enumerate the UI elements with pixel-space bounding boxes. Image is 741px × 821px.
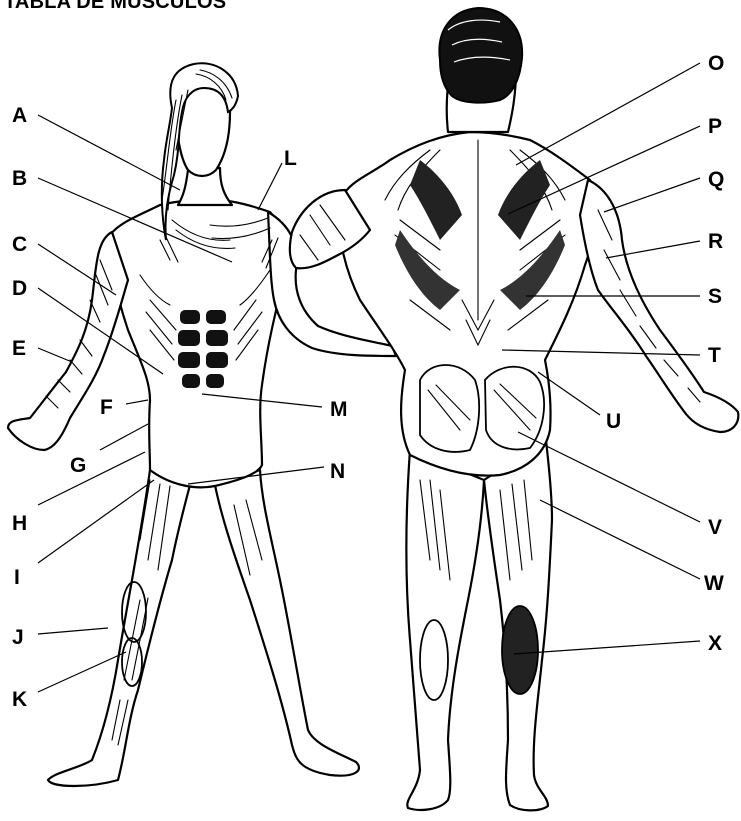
callout-labels: A B C D E F G H I J K L M N O P Q R S T …	[12, 52, 724, 711]
front-figure	[8, 63, 396, 786]
label-g: G	[70, 454, 86, 477]
label-c: C	[12, 233, 27, 256]
leader-line-h	[38, 452, 145, 505]
label-k: K	[12, 688, 27, 711]
label-i: I	[14, 566, 20, 589]
label-q: Q	[708, 168, 724, 191]
leader-line-j	[38, 628, 108, 634]
label-b: B	[12, 167, 27, 190]
leader-line-e	[38, 348, 72, 362]
label-x: X	[708, 632, 722, 655]
label-l: L	[284, 147, 297, 170]
leader-line-l	[258, 163, 282, 210]
leader-line-f	[126, 400, 148, 404]
label-u: U	[606, 410, 621, 433]
label-w: W	[704, 572, 724, 595]
leader-line-a	[38, 115, 180, 190]
back-figure	[290, 8, 738, 810]
leader-line-q	[604, 178, 700, 212]
label-d: D	[12, 277, 27, 300]
label-h: H	[12, 512, 27, 535]
label-f: F	[100, 396, 113, 419]
leader-line-o	[516, 63, 700, 165]
label-j: J	[12, 626, 24, 649]
label-p: P	[708, 115, 722, 138]
label-v: V	[708, 516, 722, 539]
label-e: E	[12, 337, 26, 360]
label-o: O	[708, 52, 724, 75]
label-m: M	[330, 398, 348, 421]
leader-line-g	[100, 424, 148, 450]
label-n: N	[330, 460, 345, 483]
leader-line-w	[540, 500, 700, 579]
label-t: T	[708, 344, 721, 367]
label-r: R	[708, 230, 723, 253]
label-a: A	[12, 104, 27, 127]
label-s: S	[708, 285, 722, 308]
